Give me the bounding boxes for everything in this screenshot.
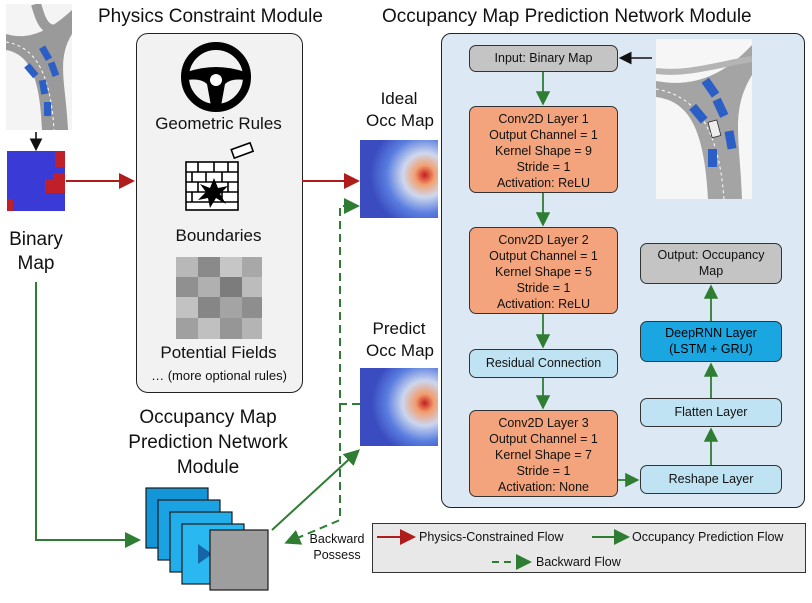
output-occupancy-map-node: Output: Occupancy Map <box>640 243 782 284</box>
occupancy-module-title: Occupancy Map Prediction Network Module <box>382 6 752 27</box>
legend-occupancy-label: Occupancy Prediction Flow <box>632 530 784 544</box>
binary-map-image <box>7 151 65 211</box>
legend-backward-label: Backward Flow <box>536 555 621 569</box>
legend-physics-label: Physics-Constrained Flow <box>419 530 564 544</box>
backward-possess-label: Backward Possess <box>305 531 369 563</box>
deeprnn-subtitle: (LSTM + GRU) <box>669 342 753 356</box>
module-label-1: Occupancy Map <box>139 407 277 428</box>
conv2-activation: Activation: ReLU <box>496 297 591 311</box>
output-title: Output: Occupancy <box>657 248 765 262</box>
conv2-output-channel: Output Channel = 1 <box>489 249 598 263</box>
flatten-layer-node: Flatten Layer <box>640 398 782 427</box>
potential-field-image <box>176 257 262 339</box>
predict-label-1: Predict <box>372 319 426 338</box>
backward-flow-lower <box>284 404 341 545</box>
ideal-label-1: Ideal <box>380 89 418 108</box>
residual-connection-node: Residual Connection <box>469 349 618 378</box>
boundaries-label: Boundaries <box>175 226 262 245</box>
backward-possess-line-2: Possess <box>313 548 361 562</box>
backward-possess-line-1: Backward <box>309 532 365 546</box>
output-subtitle: Map <box>698 264 724 278</box>
potential-fields-label: Potential Fields <box>160 343 277 362</box>
conv1-stride: Stride = 1 <box>516 160 571 174</box>
physics-module-title: Physics Constraint Module <box>98 6 323 27</box>
steering-wheel-icon <box>181 42 251 112</box>
module-label-3: Module <box>176 457 240 478</box>
conv2-kernel-shape: Kernel Shape = 5 <box>495 265 592 279</box>
predict-occ-map-image <box>360 368 438 446</box>
network-stack-icon <box>145 487 269 591</box>
more-rules-label: … (more optional rules) <box>151 368 287 383</box>
conv2-stride: Stride = 1 <box>516 281 571 295</box>
ideal-label-2: Occ Map <box>365 111 435 130</box>
network-to-predict-arrow <box>271 449 360 531</box>
conv2d-layer-1-node: Conv2D Layer 1 Output Channel = 1 Kernel… <box>469 106 618 193</box>
conv1-output-channel: Output Channel = 1 <box>489 128 598 142</box>
conv3-stride: Stride = 1 <box>516 464 571 478</box>
conv3-activation: Activation: None <box>497 480 590 494</box>
conv2-title: Conv2D Layer 2 <box>498 233 589 247</box>
conv1-title: Conv2D Layer 1 <box>498 112 589 126</box>
conv2d-layer-2-node: Conv2D Layer 2 Output Channel = 1 Kernel… <box>469 227 618 314</box>
conv1-activation: Activation: ReLU <box>496 176 591 190</box>
conv3-kernel-shape: Kernel Shape = 7 <box>495 448 592 462</box>
input-binary-map-node: Input: Binary Map <box>469 45 618 72</box>
binary-map-label-1: Binary <box>9 229 63 250</box>
road-scene-image-right <box>656 39 752 199</box>
deeprnn-title: DeepRNN Layer <box>665 326 757 340</box>
road-scene-image <box>6 4 72 130</box>
ideal-occ-map-image <box>360 140 438 218</box>
binary-to-network-arrow <box>35 282 141 548</box>
backward-flow-upper <box>339 198 360 405</box>
deeprnn-layer-node: DeepRNN Layer (LSTM + GRU) <box>640 321 782 362</box>
conv1-kernel-shape: Kernel Shape = 9 <box>495 144 592 158</box>
conv3-title: Conv2D Layer 3 <box>498 416 589 430</box>
geometric-rules-label: Geometric Rules <box>155 114 282 133</box>
legend <box>372 523 806 573</box>
predict-label-2: Occ Map <box>365 341 435 360</box>
conv2d-layer-3-node: Conv2D Layer 3 Output Channel = 1 Kernel… <box>469 410 618 497</box>
module-label-2: Prediction Network <box>128 432 288 453</box>
binary-map-label-2: Map <box>17 253 55 274</box>
reshape-layer-node: Reshape Layer <box>640 465 782 494</box>
conv3-output-channel: Output Channel = 1 <box>489 432 598 446</box>
brick-wall-icon <box>185 142 255 211</box>
